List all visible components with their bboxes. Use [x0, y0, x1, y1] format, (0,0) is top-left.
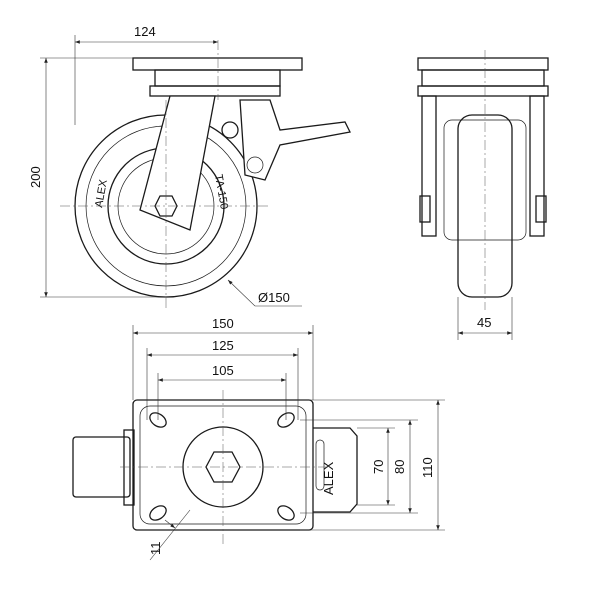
fork-left	[421, 95, 437, 237]
fork-right	[529, 95, 545, 237]
fork-leg	[139, 95, 216, 231]
pedal-brand-label: ALEX	[321, 461, 336, 495]
dim-70: 70	[371, 460, 386, 474]
wheel-model-label: TA-150	[212, 173, 230, 210]
brake-spring	[246, 156, 264, 174]
dim-110: 110	[420, 457, 435, 478]
wheel-brand-label: ALEX	[93, 178, 110, 208]
mount-slot	[149, 505, 167, 521]
mount-slot	[277, 412, 295, 428]
mount-slot	[149, 412, 167, 428]
swivel-head	[154, 69, 281, 87]
mount-slot	[277, 505, 295, 521]
brake-lever	[239, 99, 351, 181]
dim-diameter-150: Ø150	[258, 290, 290, 305]
front-top-plate	[417, 57, 549, 71]
dim-11: 11	[148, 542, 163, 556]
kingpin-nut	[205, 451, 241, 483]
dim-45: 45	[477, 315, 491, 330]
bottom-view: ALEX 150 125 105 110 80 70	[72, 316, 445, 561]
brake-pedal	[313, 427, 358, 513]
top-plate	[132, 57, 303, 71]
dim-125: 125	[212, 338, 234, 353]
dim-150: 150	[212, 316, 234, 331]
dim-124: 124	[134, 24, 156, 39]
bearing-ring	[149, 85, 281, 97]
side-view: ALEX TA-150 124 200 Ø150	[28, 24, 351, 310]
brake-pivot	[221, 121, 239, 139]
front-view: 45	[417, 50, 549, 340]
dim-200: 200	[28, 166, 43, 188]
dim-105: 105	[212, 363, 234, 378]
dim-80: 80	[392, 460, 407, 474]
